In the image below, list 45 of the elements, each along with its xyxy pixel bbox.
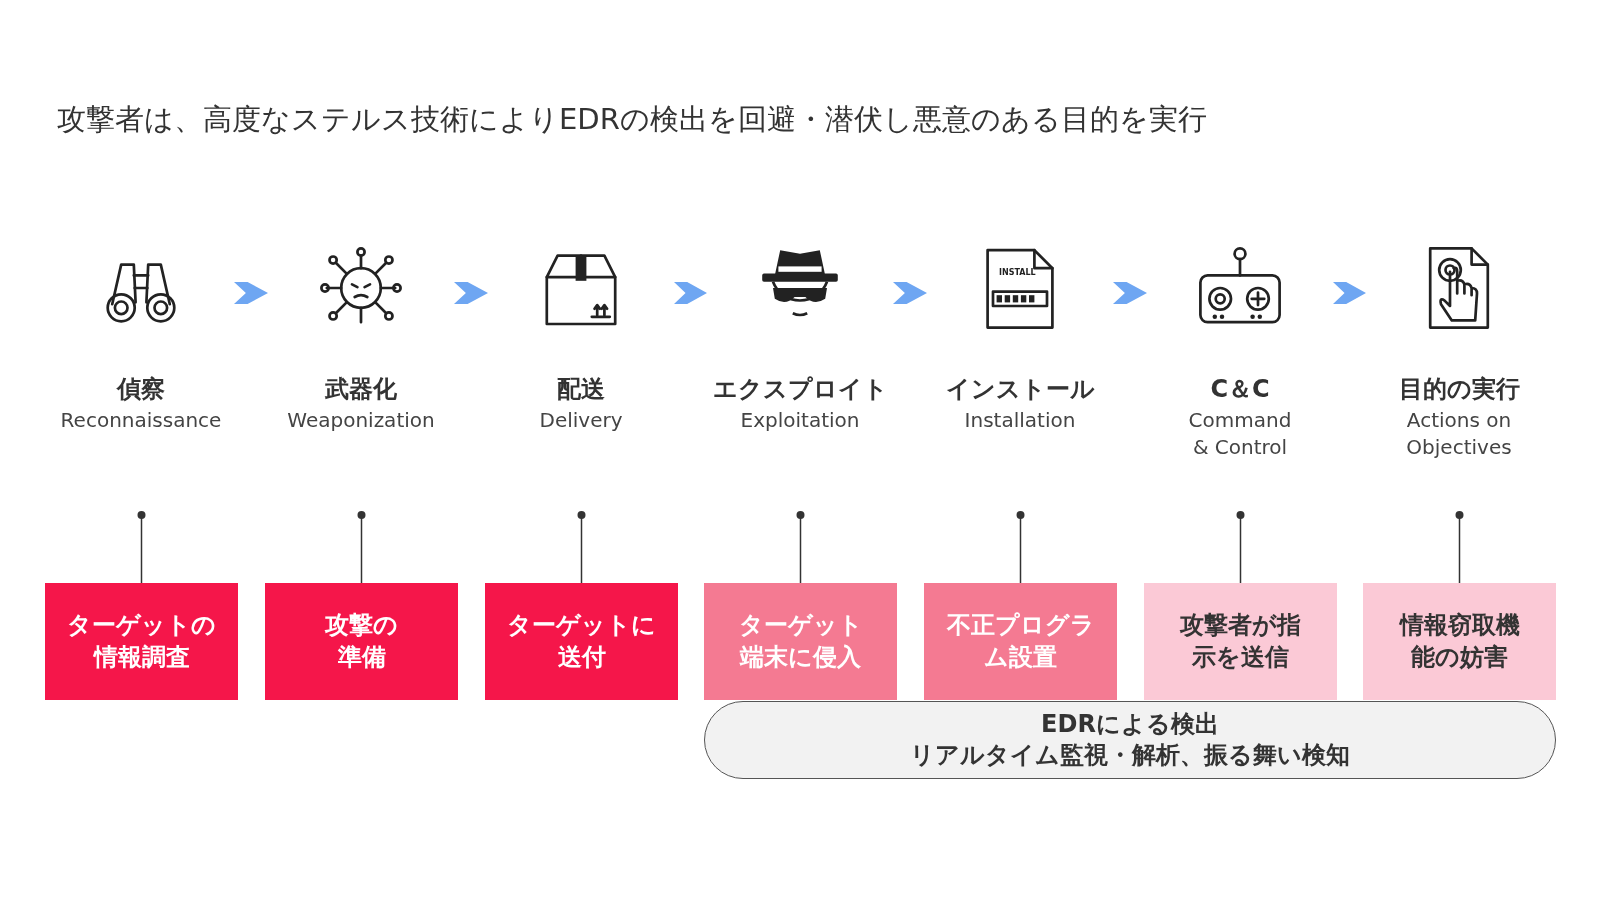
stage-title: インストール: [944, 375, 1096, 404]
leader-line: [357, 511, 366, 584]
stage-subtitle: Reconnaissance: [59, 407, 223, 434]
step-text: ターゲットの情報調査: [66, 610, 217, 673]
stage-title: 目的の実行: [1397, 375, 1521, 404]
step-box: [1363, 583, 1556, 700]
step-box: [704, 583, 897, 700]
chevron-arrow: [234, 282, 268, 304]
icon-label: INSTALL: [999, 268, 1036, 277]
chevron-arrow: [674, 282, 707, 304]
step-box: [45, 583, 238, 700]
pill-heading: EDRによる検出: [1041, 708, 1219, 740]
stage-subtitle: Installation: [963, 407, 1077, 434]
stage-subtitle: Exploitation: [739, 407, 861, 434]
stage-subtitle: Command & Control: [1187, 407, 1293, 461]
chevron-arrow: [1333, 282, 1366, 304]
heading-text: 攻撃者は、高度なステルス技術によりEDRの検出を回避・潜伏し悪意のある目的を実行: [57, 101, 1207, 138]
stage-title: 武器化: [324, 375, 398, 404]
stage-subtitle: Actions on Objectives: [1405, 407, 1513, 461]
leader-line: [796, 511, 805, 584]
step-text: ターゲット端末に侵入: [737, 610, 864, 673]
step-box: [485, 583, 678, 700]
step-text: 攻撃の準備: [323, 610, 399, 673]
leader-line: [1016, 511, 1025, 584]
leader-line: [1236, 511, 1245, 584]
leader-line: [137, 511, 146, 584]
stage-subtitle: Delivery: [538, 407, 624, 434]
chevron-arrow: [893, 282, 927, 304]
step-box: [265, 583, 458, 700]
stage-title: 配送: [556, 375, 606, 404]
step-text: 攻撃者が指示を送信: [1178, 610, 1302, 673]
step-text: ターゲットに送付: [506, 610, 657, 673]
leader-line: [577, 511, 586, 584]
pill-text: リアルタイム監視・解析、振る舞い検知: [910, 740, 1350, 771]
step-box: [1144, 583, 1337, 700]
chevron-arrow: [1113, 282, 1147, 304]
step-text: 情報窃取機能の妨害: [1398, 610, 1521, 673]
stage-subtitle: Weaponization: [286, 407, 436, 434]
stage-title: C＆C: [1209, 375, 1271, 404]
leader-line: [1455, 511, 1464, 584]
chevron-arrow: [454, 282, 488, 304]
step-text: 不正プログラム設置: [945, 610, 1096, 673]
stage-title: エクスプロイト: [711, 375, 889, 404]
stage-title: 偵察: [115, 375, 166, 404]
step-box: [924, 583, 1117, 700]
